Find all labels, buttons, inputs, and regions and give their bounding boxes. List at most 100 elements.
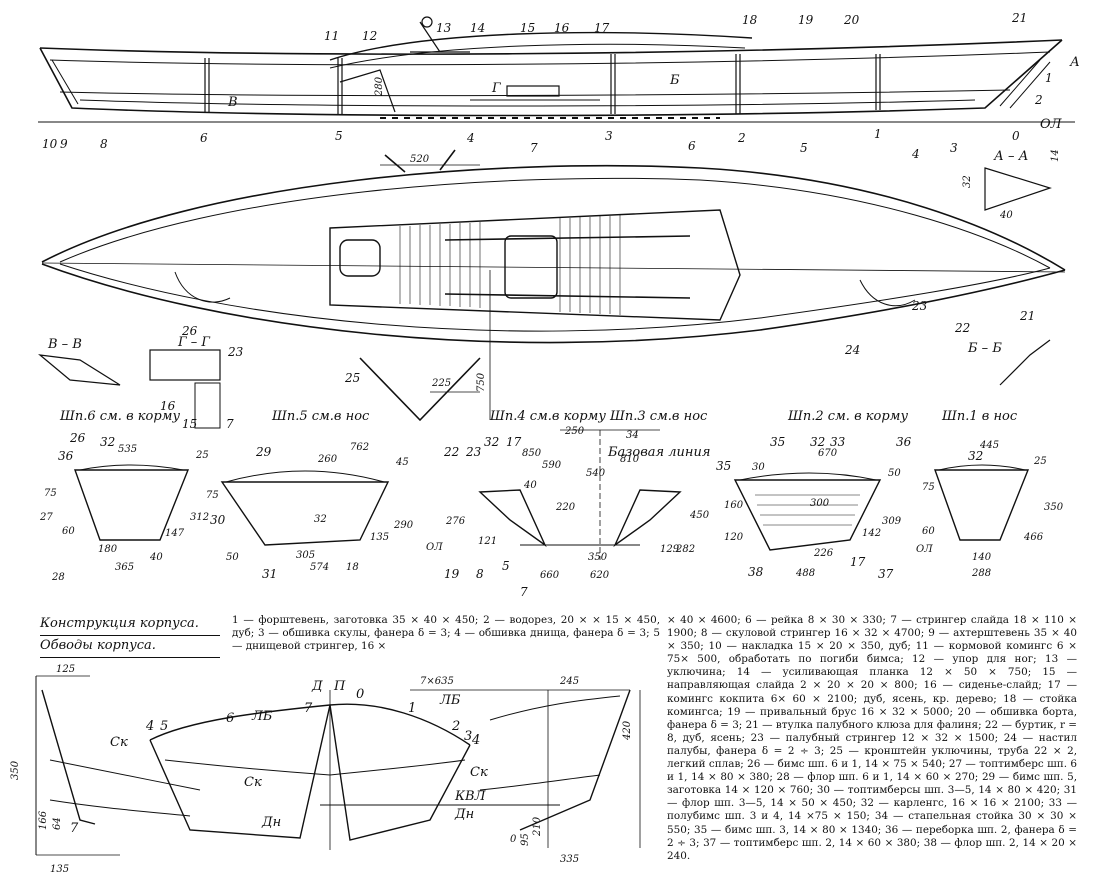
dim-label: 26 [69, 431, 86, 445]
dim-label: 762 [350, 442, 369, 453]
station-label: Д [311, 679, 323, 694]
dim-label: 45 [395, 457, 409, 468]
dim-label: 34 [626, 430, 639, 441]
part-label: 5 [335, 129, 343, 143]
part-label: 1 [874, 127, 882, 141]
dim-label: 95 [520, 833, 531, 846]
dim-label: 670 [818, 448, 838, 459]
dim-label: 32 [810, 435, 825, 449]
frame-title: Шп.6 см. в корму [59, 409, 180, 424]
part-label: 11 [324, 29, 339, 43]
section-label: В – В [47, 337, 82, 352]
legend-text-left: 1 — форштевень, заготовка 35 × 40 × 450;… [232, 614, 660, 653]
dim-label: 309 [882, 516, 902, 527]
part-label: 23 [227, 345, 244, 359]
part-label: 0 [1012, 129, 1020, 143]
lines-plan-labels: 125 7×635 245 Д П 4 5 6 7 0 1 2 3 4 ЛБ Л… [10, 664, 633, 875]
part-label: 16 [554, 21, 570, 35]
dim-label: 38 [748, 565, 764, 579]
caption-title-construction: Конструкция корпуса. [40, 614, 220, 636]
dim-label: 7 [70, 821, 79, 836]
legend-text-right: × 40 × 4600; 6 — рейка 8 × 30 × 330; 7 —… [667, 614, 1077, 862]
line-label: Дн [261, 815, 281, 830]
station-label: 5 [160, 719, 168, 734]
part-label: 7 [530, 141, 538, 155]
dim-label: 22 [443, 445, 459, 459]
dim-label: 135 [50, 864, 69, 875]
dim-label: 33 [830, 435, 846, 449]
line-label: Дн [454, 807, 474, 822]
dim-label: 750 [476, 372, 487, 392]
dim-label: 210 [532, 816, 543, 837]
dim-label: 810 [620, 454, 640, 465]
dim-label: 290 [393, 520, 414, 531]
frame-title: Шп.1 в нос [941, 409, 1018, 424]
frame-sections: Шп.6 см. в корму Шп.5 см.в нос Шп.4 см.в… [59, 409, 1030, 560]
part-label: 4 [911, 147, 920, 161]
part-label: 19 [798, 13, 814, 27]
dim-label: 225 [431, 378, 451, 389]
lines-plan [35, 675, 641, 856]
dim-label: 36 [896, 435, 912, 449]
part-label: 21 [1011, 11, 1027, 25]
dim-label: 5 [502, 559, 510, 573]
part-label: 24 [844, 343, 860, 357]
dim-label: 660 [540, 570, 560, 581]
part-label: 26 [181, 324, 198, 338]
dim-label: 590 [542, 460, 562, 471]
dim-label: ОЛ [916, 544, 933, 555]
part-label: 23 [911, 299, 928, 313]
dim-label: 31 [262, 567, 277, 581]
dim-label: 220 [555, 502, 576, 513]
part-label: 2 [737, 131, 746, 145]
dim-label: 40 [999, 210, 1013, 221]
dim-label: 140 [972, 552, 992, 563]
station-label: 4 [471, 733, 480, 748]
dim-label: 350 [1044, 502, 1064, 513]
dim-label: 50 [226, 552, 239, 563]
dim-label: 300 [810, 498, 830, 509]
station-label: 7 [304, 701, 313, 716]
dim-label: 32 [968, 449, 983, 463]
part-label: 13 [436, 21, 452, 35]
station-label: 1 [408, 701, 416, 716]
section-label: Б – Б [967, 341, 1002, 356]
dim-label: 40 [523, 480, 537, 491]
dim-label: 60 [62, 526, 75, 537]
dim-label: 450 [689, 510, 710, 521]
axis-label: А [1069, 55, 1080, 70]
dim-label: 466 [1023, 532, 1044, 543]
part-label: 9 [60, 137, 68, 151]
caption-title-lines: Обводы корпуса. [40, 636, 220, 658]
dim-label: 350 [10, 760, 21, 780]
dim-label: 35 [716, 459, 731, 473]
dim-label: 850 [522, 448, 542, 459]
dim-label: 75 [44, 488, 57, 499]
station-label: П [333, 679, 346, 694]
dim-label: 142 [862, 528, 881, 539]
dim-label: 535 [118, 444, 137, 455]
base-line-label: Базовая линия [607, 445, 710, 460]
line-label: ЛБ [251, 709, 273, 724]
dim-label: 30 [752, 462, 765, 473]
part-label: 16 [160, 399, 176, 413]
dim-label: 245 [559, 676, 579, 687]
dim-label: 180 [98, 544, 118, 555]
dim-label: 276 [445, 516, 466, 527]
dim-label: 32 [100, 435, 115, 449]
dim-label: 288 [971, 568, 991, 579]
drawing-labels: 280 520 14 32 40 225 750 А – А В – В Г –… [47, 55, 1080, 392]
dim-label: 17 [506, 435, 522, 449]
dim-label: 25 [1033, 456, 1047, 467]
frame-title: Шп.4 см.в корму Шп.3 см.в нос [489, 409, 708, 424]
dim-label: 50 [888, 468, 901, 479]
line-label: Ск [244, 775, 262, 790]
dim-label: 125 [56, 664, 75, 675]
dim-label: 30 [210, 513, 226, 527]
station-label: 4 [145, 719, 154, 734]
station-label: 3 [464, 729, 472, 744]
dim-label: 250 [564, 426, 585, 437]
dim-label: 7 [520, 585, 528, 599]
dim-label: 305 [296, 550, 315, 561]
dim-label: 0 [510, 834, 517, 845]
